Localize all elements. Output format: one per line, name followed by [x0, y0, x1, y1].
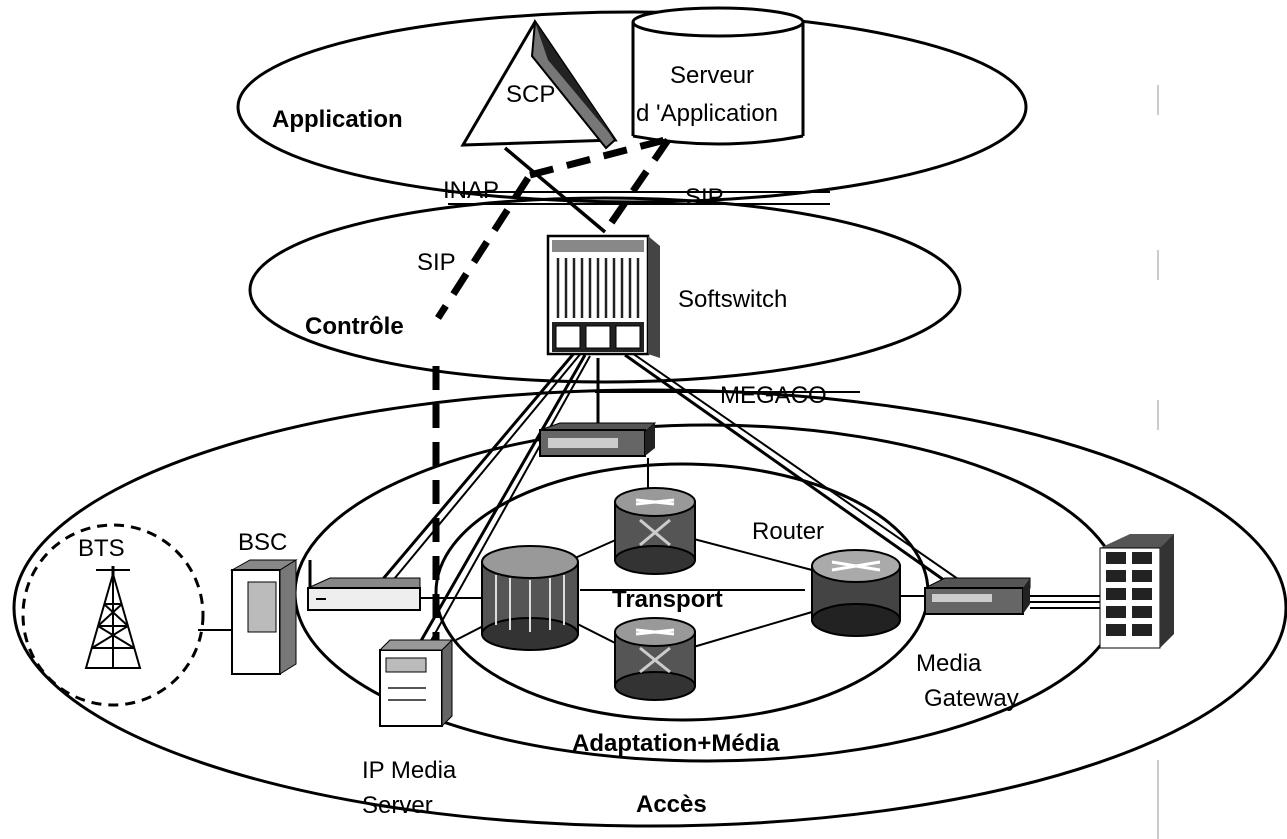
bsc-icon	[230, 559, 298, 675]
sip-protocol-label-left: SIP	[417, 249, 456, 276]
softswitch-label: Softswitch	[678, 286, 787, 313]
application-layer-ellipse	[236, 10, 1028, 204]
scp-icon	[460, 19, 618, 150]
ip-media-server-icon	[378, 638, 454, 728]
pbx-icon	[1099, 534, 1174, 649]
router-label: Router	[752, 518, 824, 545]
media-gateway-label-line1: Media	[916, 650, 982, 677]
megaco-protocol-label: MEGACO	[720, 382, 827, 409]
access-modem-icon	[307, 560, 421, 611]
media-gateway-label-line2: Gateway	[924, 685, 1019, 712]
bts-coverage-circle	[21, 523, 205, 707]
application-server-label-line2: d 'Application	[636, 100, 778, 127]
adaptation-media-layer-label: Adaptation+Média	[572, 730, 780, 757]
softswitch-icon	[546, 234, 660, 358]
access-layer-ellipse	[12, 388, 1287, 828]
router-left-icon	[481, 545, 579, 651]
application-layer-label: Application	[272, 106, 403, 133]
router-right-icon	[811, 549, 901, 637]
application-server-icon	[631, 6, 805, 146]
ip-media-server-label-line2: Server	[362, 792, 433, 819]
router-bottom-icon	[614, 617, 696, 701]
control-layer-ellipse	[248, 196, 962, 384]
media-gateway-icon	[924, 577, 1031, 615]
inter-layer-links	[448, 191, 830, 205]
router-top-icon	[614, 487, 696, 575]
bts-tower-icon	[84, 566, 142, 669]
media-switch-icon	[539, 422, 657, 457]
transport-layer-label: Transport	[612, 586, 723, 613]
scp-label: SCP	[506, 81, 555, 108]
dashed-sip-links	[432, 136, 671, 660]
bsc-label: BSC	[238, 529, 287, 556]
inap-protocol-label: INAP	[443, 177, 499, 204]
control-layer-label: Contrôle	[305, 313, 404, 340]
access-layer-label: Accès	[636, 791, 707, 818]
ip-media-server-label-line1: IP Media	[362, 757, 457, 784]
sip-protocol-label-top: SIP	[685, 184, 724, 211]
bts-label: BTS	[78, 535, 125, 562]
application-server-label-line1: Serveur	[670, 62, 754, 89]
